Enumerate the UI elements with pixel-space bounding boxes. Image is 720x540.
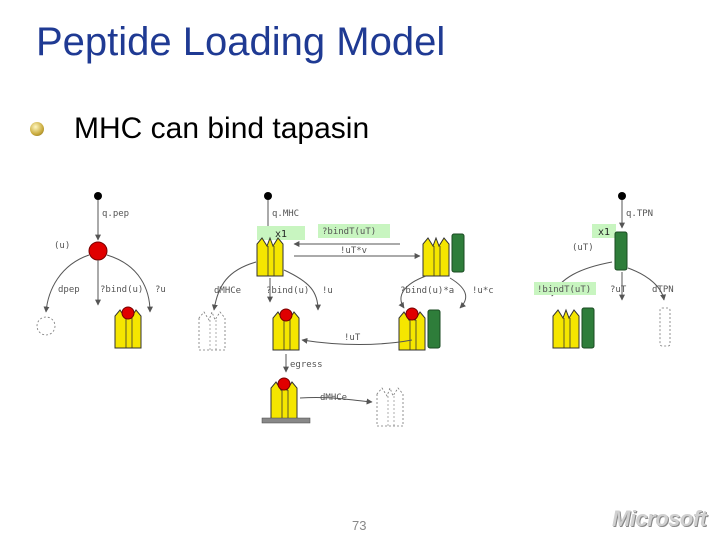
label-dpep: dpep: [58, 285, 80, 295]
label-qpep: q.pep: [102, 209, 129, 219]
label-bindT-right: !bindT(uT): [537, 285, 591, 295]
page-number: 73: [352, 518, 366, 533]
tapasin-free: [615, 232, 627, 270]
mhc-degraded: [199, 312, 225, 350]
label-dtpn: dTPN: [652, 285, 674, 295]
mhc-empty: [257, 238, 283, 276]
label-uT-mid: !uT: [344, 333, 361, 343]
label-u-left: (u): [54, 241, 70, 251]
tapasin-degraded: [660, 308, 670, 346]
label-u-mid: !u: [322, 286, 333, 296]
pep-init-dot: [94, 192, 102, 200]
label-qmhc: q.MHC: [272, 209, 299, 219]
label-x1-left: x1: [275, 229, 287, 240]
label-bind-u-mid: ?bind(u): [266, 286, 309, 296]
label-x1-right: x1: [598, 227, 610, 238]
mhc-peptide-tapasin-complex: [428, 310, 440, 348]
label-dmhc-e: dMHCe: [320, 393, 347, 403]
label-dmhc: dMHCe: [214, 286, 241, 296]
mhc-surface-degraded: [377, 388, 403, 426]
label-egress: egress: [290, 360, 323, 370]
mhc-machine: q.MHC x1 ?bindT(uT) !uT*v dMHCe ?bind(u)…: [199, 192, 494, 426]
label-u-c: !u*c: [472, 286, 494, 296]
tpn-init-dot: [618, 192, 626, 200]
microsoft-logo: Microsoft: [612, 506, 707, 532]
label-uT-q: ?uT: [610, 285, 627, 295]
peptide-degraded: [37, 317, 55, 335]
label-u-bang: ?u: [155, 285, 166, 295]
label-bindT-top: ?bindT(uT): [322, 227, 376, 237]
label-uT-right: (uT): [572, 243, 594, 253]
cell-membrane: [262, 418, 310, 423]
peptide-machine: q.pep (u) dpep ?bind(u) ?u: [37, 192, 166, 348]
tapasin-machine: q.TPN x1 (uT) !bindT(uT) ?uT dTPN: [534, 192, 674, 348]
label-qtpn: q.TPN: [626, 209, 653, 219]
label-bind-u-ra: ?bind(u)*a: [400, 286, 454, 296]
mhc-tapasin-complex: [452, 234, 464, 272]
label-uT-v: !uT*v: [340, 246, 367, 256]
mhc-init-dot: [264, 192, 272, 200]
label-bind-u-left: ?bind(u): [100, 285, 143, 295]
tapasin-bound-mhc: [553, 310, 579, 348]
peptide-state: [89, 242, 107, 260]
